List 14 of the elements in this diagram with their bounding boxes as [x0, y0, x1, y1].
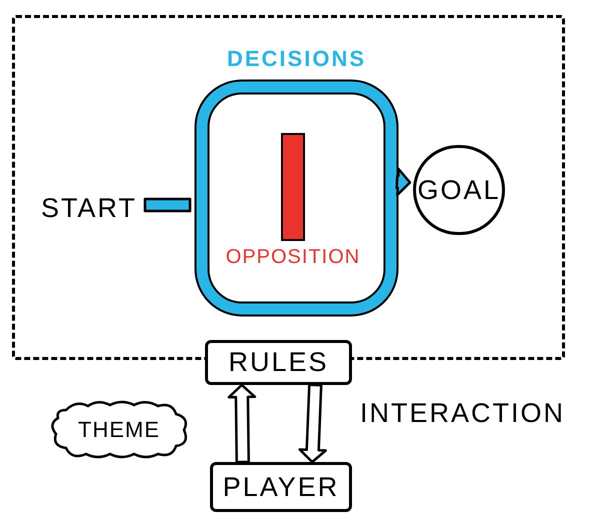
node-label: PLAYER: [222, 474, 340, 500]
block-arrow: [144, 198, 192, 212]
block-arrow: [228, 384, 256, 464]
rules-box: [205, 340, 352, 385]
player-box: [210, 462, 352, 512]
opposition-label: OPPOSITION: [226, 247, 360, 267]
start-label: START: [41, 194, 138, 222]
block-arrow: [298, 384, 327, 464]
block-arrow: [395, 168, 412, 196]
node-label: GOAL: [417, 176, 501, 204]
node-heading: DECISIONS: [226, 48, 366, 70]
interaction-label: INTERACTION: [360, 398, 566, 428]
theme-label: THEME: [78, 419, 160, 441]
node-label: RULES: [228, 349, 329, 376]
